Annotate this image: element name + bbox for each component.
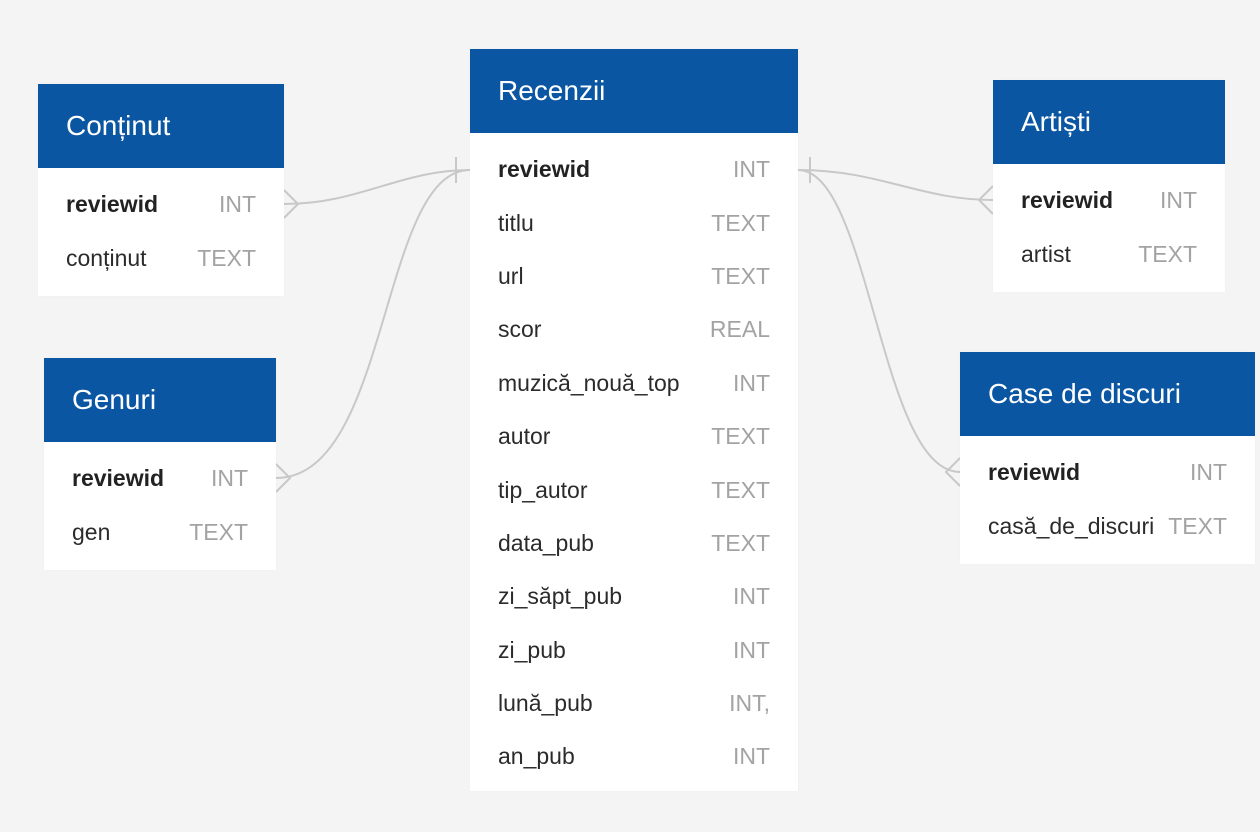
column-name: tip_autor (498, 476, 588, 503)
column-name: lună_pub (498, 690, 593, 717)
column-type: INT (218, 191, 256, 218)
column-type: TEXT (1168, 512, 1227, 539)
crowfoot-genuri (275, 463, 292, 493)
connector-recenzii-case (797, 169, 961, 473)
primary-key-name: reviewid (66, 191, 159, 218)
column-row[interactable]: titlu TEXT (470, 196, 798, 249)
column-name: muzică_nouă_top (498, 369, 680, 396)
table-header-recenzii: Recenzii (470, 49, 798, 133)
column-row[interactable]: muzică_nouă_top INT (470, 357, 798, 410)
connector-recenzii-artisti (797, 169, 994, 201)
column-row[interactable]: zi_săpt_pub INT (470, 570, 798, 623)
column-row[interactable]: reviewid INT (38, 178, 284, 231)
column-type: INT (732, 369, 770, 396)
column-name: gen (72, 518, 111, 545)
column-row[interactable]: zi_pub INT (470, 624, 798, 677)
column-type: INT (732, 636, 770, 663)
column-row[interactable]: scor REAL (470, 303, 798, 356)
column-name: casă_de_discuri (988, 512, 1155, 539)
column-type: INT (732, 156, 770, 183)
column-row[interactable]: tip_autor TEXT (470, 463, 798, 516)
crowfoot-case (944, 457, 961, 487)
table-case-de-discuri[interactable]: Case de discuri reviewid INT casă_de_discu… (960, 352, 1255, 564)
primary-key-name: reviewid (72, 465, 165, 492)
primary-key-name: reviewid (988, 459, 1081, 486)
column-name: scor (498, 316, 542, 343)
column-list: reviewid INT artist TEXT (993, 164, 1225, 281)
column-row[interactable]: data_pub TEXT (470, 517, 798, 570)
column-type: REAL (709, 316, 770, 343)
column-type: TEXT (711, 209, 770, 236)
column-type: TEXT (711, 476, 770, 503)
column-row[interactable]: reviewid INT (993, 174, 1225, 227)
column-list: reviewid INT casă_de_discuri TEXT (960, 436, 1255, 553)
column-row[interactable]: autor TEXT (470, 410, 798, 463)
column-type: TEXT (189, 518, 248, 545)
table-header-genuri: Genuri (44, 358, 276, 442)
primary-key-name: reviewid (1021, 187, 1114, 214)
column-name: an_pub (498, 743, 575, 770)
column-name: data_pub (498, 529, 594, 556)
column-row[interactable]: artist TEXT (993, 227, 1225, 280)
crowfoot-artisti (977, 185, 994, 215)
column-list: reviewid INT gen TEXT (44, 442, 276, 559)
column-type: TEXT (711, 262, 770, 289)
column-type: TEXT (197, 244, 256, 271)
column-row[interactable]: gen TEXT (44, 505, 276, 558)
column-type: TEXT (1138, 240, 1197, 267)
column-row[interactable]: url TEXT (470, 250, 798, 303)
column-type: INT (732, 743, 770, 770)
column-row[interactable]: lună_pub INT, (470, 677, 798, 730)
column-name: zi_săpt_pub (498, 583, 623, 610)
table-header-case-de-discuri: Case de discuri (960, 352, 1255, 436)
crowfoot-continut (283, 189, 300, 219)
column-row[interactable]: reviewid INT (44, 452, 276, 505)
table-header-continut: Conținut (38, 84, 284, 168)
column-type: TEXT (711, 423, 770, 450)
column-type: INT (1189, 459, 1227, 486)
table-artisti[interactable]: Artiști reviewid INT artist TEXT (993, 80, 1225, 292)
connector-recenzii-genuri (275, 169, 471, 479)
column-name: url (498, 262, 524, 289)
column-type: INT (1159, 187, 1197, 214)
connector-recenzii-continut (283, 169, 471, 205)
table-genuri[interactable]: Genuri reviewid INT gen TEXT (44, 358, 276, 570)
column-row[interactable]: conținut TEXT (38, 231, 284, 284)
column-list: reviewid INT conținut TEXT (38, 168, 284, 285)
table-continut[interactable]: Conținut reviewid INT conținut TEXT (38, 84, 284, 296)
column-type: TEXT (711, 529, 770, 556)
column-name: titlu (498, 209, 534, 236)
column-type: INT (210, 465, 248, 492)
primary-key-name: reviewid (498, 156, 591, 183)
column-name: autor (498, 423, 551, 450)
column-type: INT, (729, 690, 770, 717)
column-name: artist (1021, 240, 1071, 267)
column-row[interactable]: casă_de_discuri TEXT (960, 499, 1255, 552)
column-name: conținut (66, 244, 147, 271)
column-type: INT (732, 583, 770, 610)
column-row[interactable]: an_pub INT (470, 730, 798, 783)
column-row[interactable]: reviewid INT (470, 143, 798, 196)
column-row[interactable]: reviewid INT (960, 446, 1255, 499)
column-name: zi_pub (498, 636, 566, 663)
table-header-artisti: Artiști (993, 80, 1225, 164)
